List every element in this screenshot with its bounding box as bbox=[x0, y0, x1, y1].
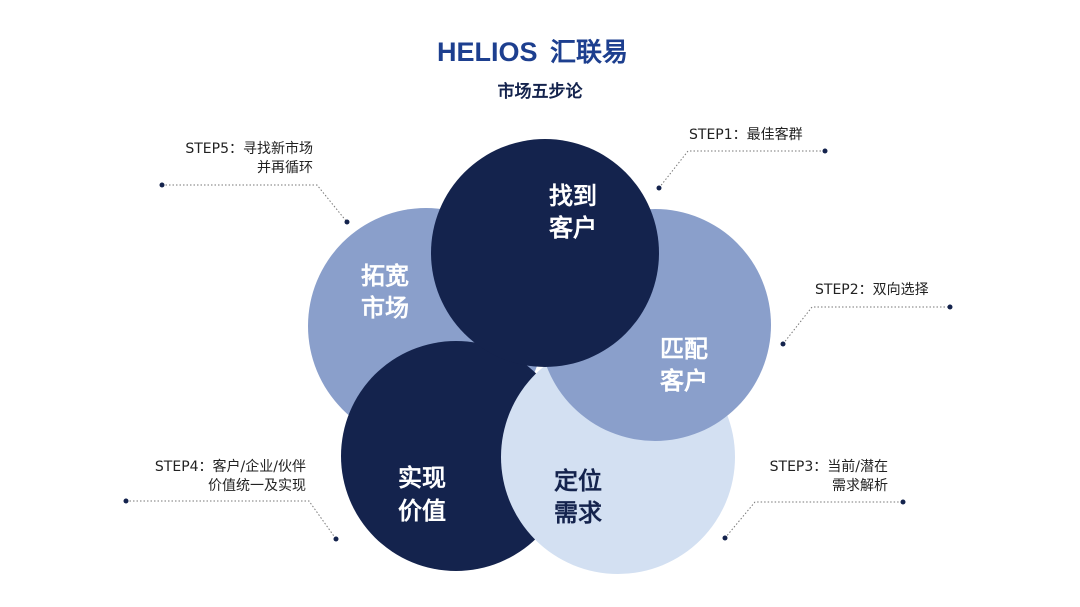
circle-label: 找到 bbox=[549, 182, 597, 210]
circle-label: 价值 bbox=[398, 497, 446, 525]
connector-dot bbox=[123, 498, 129, 504]
logo-brand: HELIOS bbox=[437, 37, 538, 67]
step3-label-line2: 需求解析 bbox=[832, 478, 888, 494]
circle-label: 客户 bbox=[660, 367, 708, 395]
step3-label: STEP3：当前/潜在 bbox=[770, 458, 888, 475]
step3-connector bbox=[724, 501, 903, 539]
connector-dot bbox=[333, 536, 339, 542]
step4-label-line2: 价值统一及实现 bbox=[208, 478, 306, 494]
circle-label: 客户 bbox=[549, 214, 597, 242]
step4-connector bbox=[126, 500, 337, 540]
connector-dot bbox=[900, 499, 906, 505]
step5-label: STEP5：寻找新市场 bbox=[185, 140, 313, 157]
circle-label: 实现 bbox=[398, 464, 446, 492]
page-title: 市场五步论 bbox=[498, 81, 584, 102]
circle-find-customer bbox=[431, 139, 659, 367]
step1-label: STEP1：最佳客群 bbox=[689, 126, 803, 143]
circle-label: 匹配 bbox=[660, 335, 708, 363]
step5-connector bbox=[162, 184, 348, 223]
circle-label: 需求 bbox=[554, 499, 602, 527]
circle-label: 拓宽 bbox=[361, 262, 409, 290]
step4-label: STEP4：客户/企业/伙伴 bbox=[155, 458, 306, 475]
connector-dot bbox=[344, 219, 350, 225]
connector-dot bbox=[822, 148, 828, 154]
circle-realize-value bbox=[341, 341, 571, 571]
connector-dot bbox=[947, 304, 953, 310]
connector-dot bbox=[159, 182, 165, 188]
connector-dot bbox=[780, 341, 786, 347]
step5-label-line2: 并再循环 bbox=[257, 160, 313, 176]
circle-label: 市场 bbox=[361, 294, 409, 322]
circle-label: 定位 bbox=[554, 467, 602, 495]
logo-chinese: 汇联易 bbox=[550, 37, 628, 67]
step2-label: STEP2：双向选择 bbox=[815, 282, 929, 298]
step2-connector bbox=[782, 306, 950, 345]
connector-dot bbox=[722, 535, 728, 541]
step1-connector bbox=[658, 150, 825, 189]
connector-dot bbox=[656, 185, 662, 191]
